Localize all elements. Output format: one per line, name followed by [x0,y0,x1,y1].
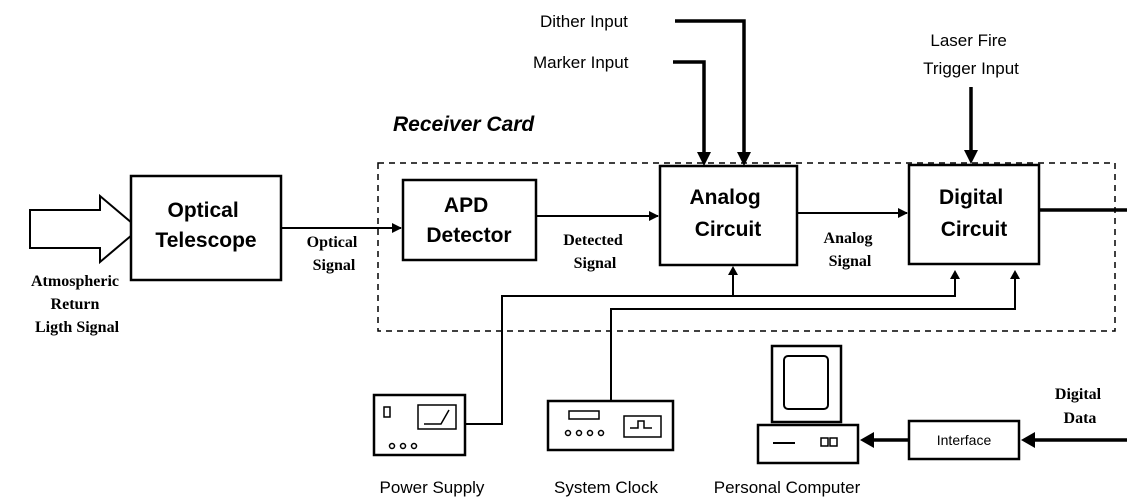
atmospheric-signal-label: Atmospheric Return Ligth Signal [31,273,123,336]
analog-circuit-label: Analog Circuit [689,186,766,241]
digital-circuit-block [907,163,1041,266]
analog-signal-label: Analog Signal [824,230,877,270]
receiver-card-title: Receiver Card [393,113,535,136]
marker-input-line [673,60,706,160]
clock-digital-arrowhead [1010,270,1020,279]
optical-telescope-label: Optical Telescope [155,199,256,252]
personal-computer-label: Personal Computer [714,478,861,497]
system-clock-device [546,399,675,452]
interface-to-pc-arrowhead [860,432,874,448]
optical-telescope-block [129,174,283,282]
power-digital-arrowhead [950,270,960,279]
receiver-card-border [377,162,1116,332]
dither-input-line [675,19,746,160]
power-supply-wire [465,278,956,425]
interface-block [907,419,1021,461]
interface-label: Interface [937,432,992,448]
apd-detector-label: APD Detector [426,194,511,247]
system-clock-wire [610,278,1016,401]
atmospheric-input-arrow [29,193,141,265]
marker-input-label: Marker Input [533,53,629,72]
digital-circuit-label: Digital Circuit [939,186,1009,241]
marker-input-arrowhead [697,152,711,166]
apd-detector-block [401,178,538,262]
system-clock-label: System Clock [554,478,658,497]
dither-input-arrowhead [737,152,751,166]
power-analog-arrowhead [728,266,738,275]
personal-computer-device [756,344,860,465]
laser-fire-arrowhead [964,150,978,164]
optical-signal-label: Optical Signal [307,234,362,274]
analog-circuit-block [658,164,799,267]
digital-data-arrowhead [1021,432,1035,448]
laser-fire-label: Laser Fire Trigger Input [923,31,1019,78]
digital-data-label: Digital Data [1055,386,1105,427]
detected-signal-label: Detected Signal [563,232,627,272]
dither-input-label: Dither Input [540,12,628,31]
power-supply-label: Power Supply [380,478,485,497]
power-supply-device [372,393,467,457]
